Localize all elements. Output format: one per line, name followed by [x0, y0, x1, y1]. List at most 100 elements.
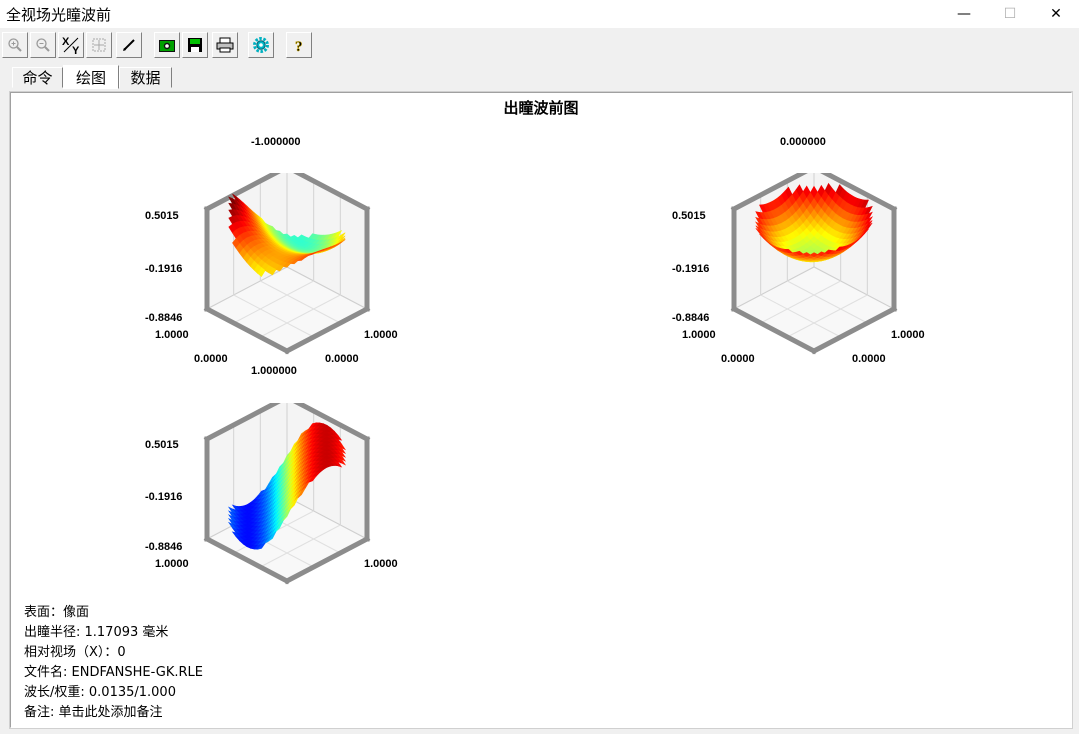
surface-patch: [816, 251, 826, 257]
surface-patch: [308, 252, 317, 256]
svg-text:Y: Y: [72, 45, 80, 55]
surface-patch: [835, 246, 844, 252]
surface-plot-1[interactable]: [181, 173, 381, 365]
tab-bar: 命令 绘图 数据: [0, 64, 1079, 89]
surface-patch: [275, 264, 284, 272]
box-frame-edge: [283, 305, 371, 355]
surface-patch: [824, 249, 833, 255]
floppy-disk-icon: [188, 38, 202, 52]
info-note[interactable]: 备注: 单击此处添加备注: [24, 705, 163, 720]
box-frame-edge: [203, 403, 281, 443]
help-icon: ?: [295, 39, 303, 54]
plot3-x-tick-max: 1.0000: [364, 558, 398, 570]
box-frame-edge: [203, 173, 281, 213]
surface-patch: [283, 508, 291, 521]
plot1-x-tick-max: 1.0000: [364, 329, 398, 341]
annotate-button[interactable]: [116, 32, 142, 58]
surface-patch: [297, 488, 306, 499]
info-pupil-radius: 出瞳半径: 1.17093 毫米: [24, 625, 169, 640]
help-button[interactable]: ?: [286, 32, 312, 58]
settings-button[interactable]: [248, 32, 274, 58]
surface-plot-2[interactable]: [708, 173, 908, 365]
surface-patch: [296, 257, 307, 261]
surface-patch: [784, 249, 793, 253]
chart-main-title: 出瞳波前图: [503, 99, 579, 117]
plot1-y-tick-max: 1.0000: [155, 329, 189, 341]
box-frame-edge: [293, 403, 371, 443]
tab-command[interactable]: 命令: [12, 67, 63, 88]
box-frame-edge: [283, 535, 371, 585]
pencil-icon: [123, 39, 135, 51]
print-button[interactable]: [212, 32, 238, 58]
plot-panel[interactable]: 出瞳波前图 -1.000000 0.5015 -0.1916 -0.8846 1…: [9, 91, 1073, 729]
zoom-in-icon: [8, 38, 22, 52]
grid-line: [233, 280, 314, 324]
grid-line: [760, 294, 841, 338]
plot2-z-tick-mid: -0.1916: [672, 263, 710, 275]
box-frame-edge: [820, 173, 898, 213]
xy-ratio-icon: X Y: [62, 36, 80, 55]
maximize-button[interactable]: ☐: [1003, 6, 1017, 22]
plot3-y-tick-max: 1.0000: [155, 558, 189, 570]
plot1-z-tick-bottom: -0.8846: [145, 312, 183, 324]
plot1-z-tick-mid: -0.1916: [145, 263, 183, 275]
plot3-z-tick-bottom: -0.8846: [145, 541, 183, 553]
printer-icon: [216, 37, 234, 53]
grid-line: [760, 280, 841, 324]
window-title: 全视场光瞳波前: [6, 6, 112, 24]
grid-line: [787, 294, 868, 338]
surface-patch: [268, 531, 277, 542]
zoom-out-button[interactable]: [30, 32, 56, 58]
box-frame-edge: [810, 305, 898, 355]
plot2-z-tick-bottom: -0.8846: [672, 312, 710, 324]
box-frame-edge: [730, 173, 808, 213]
tab-plot[interactable]: 绘图: [63, 65, 119, 89]
save-button[interactable]: [182, 32, 208, 58]
surface-patch: [289, 260, 299, 265]
grid-line: [260, 524, 341, 568]
plot2-title: 0.000000: [780, 136, 826, 148]
plot3-z-tick-mid: -0.1916: [145, 491, 183, 503]
surface-patch: [257, 542, 267, 550]
surface-patch: [795, 250, 804, 256]
zoom-in-button[interactable]: [2, 32, 28, 58]
fit-view-icon: [92, 38, 106, 52]
plot1-z-tick-top: 0.5015: [145, 210, 179, 222]
plot3-z-tick-top: 0.5015: [145, 439, 179, 451]
surface-plot-3[interactable]: [181, 403, 381, 585]
title-bar: 全视场光瞳波前 — ☐ ✕: [0, 0, 1079, 28]
plot2-x-tick-min: 0.0000: [852, 353, 886, 365]
plot2-z-tick-top: 0.5015: [672, 210, 706, 222]
info-file-name: 文件名: ENDFANSHE-GK.RLE: [24, 665, 203, 680]
grid-line: [787, 280, 868, 324]
info-wavelength: 波长/权重: 0.0135/1.000: [24, 685, 176, 700]
gear-icon: [253, 37, 269, 53]
tab-data[interactable]: 数据: [119, 67, 172, 88]
grid-line: [233, 294, 314, 338]
close-button[interactable]: ✕: [1050, 6, 1062, 22]
toolbar: X Y ?: [0, 30, 1079, 62]
surface-patch: [257, 267, 266, 277]
plot1-title: -1.000000: [251, 136, 301, 148]
minimize-button[interactable]: —: [957, 6, 971, 22]
svg-text:X: X: [62, 36, 70, 48]
plot2-y-tick-min: 0.0000: [721, 353, 755, 365]
plot1-y-tick-min: 0.0000: [194, 353, 228, 365]
surface-patch: [802, 252, 812, 257]
plot1-x-tick-min: 0.0000: [325, 353, 359, 365]
box-frame-edge: [203, 305, 291, 355]
aspect-xy-button[interactable]: X Y: [58, 32, 84, 58]
plot1-x-tick-far: 1.000000: [251, 365, 297, 377]
surface-patch: [282, 262, 292, 268]
fit-view-button[interactable]: [86, 32, 112, 58]
camera-button[interactable]: [154, 32, 180, 58]
box-frame-edge: [730, 305, 818, 355]
surface-patch: [275, 520, 284, 532]
grid-line: [260, 294, 341, 338]
plot2-x-tick-max: 1.0000: [891, 329, 925, 341]
plot2-y-tick-max: 1.0000: [682, 329, 716, 341]
svg-text:?: ?: [295, 39, 303, 54]
camera-icon: [159, 40, 175, 52]
info-relative-field: 相对视场（X）：0: [24, 645, 126, 660]
